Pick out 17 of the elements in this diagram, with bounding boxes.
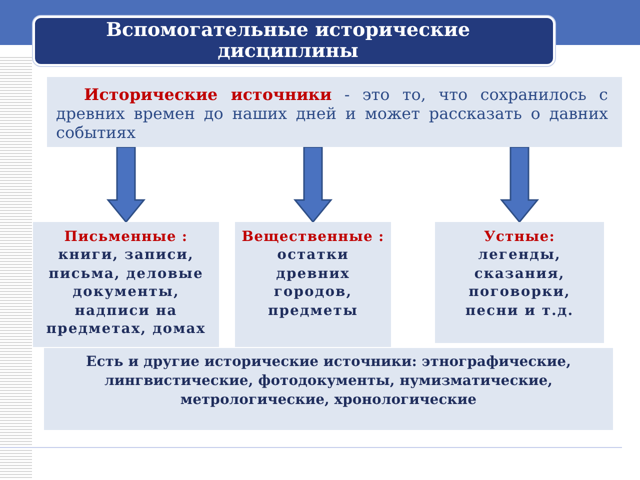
category-box (435, 222, 604, 343)
definition-text: Исторические источники - это то, что сохранилось с древних времен до наших дней и может рассказать о давних событиях (56, 85, 608, 142)
definition-box (47, 77, 622, 147)
note-text: Есть и другие исторические источники: этнографические, лингвистические, фотодокументы, нумизматические, метрологические, хронологические (85, 353, 572, 410)
category-box (235, 222, 391, 347)
title-text: Вспомогательные исторические дисциплины (104, 20, 472, 62)
block-arrow (500, 146, 540, 224)
category-heading: Письменные : (63, 228, 189, 246)
category-text: легенды, сказания, поговорки, песни и т.д. (464, 246, 575, 320)
note-box (44, 348, 613, 430)
category-text: остатки древних городов, предметы (266, 246, 360, 320)
block-arrow (106, 146, 146, 224)
category-heading: Вещественные : (241, 228, 385, 246)
category-text: книги, записи, письма, деловые документы, надписи на предметах, домах (45, 246, 207, 338)
block-arrow (293, 146, 333, 224)
category-box (33, 222, 219, 347)
category-heading: Устные: (482, 228, 556, 246)
